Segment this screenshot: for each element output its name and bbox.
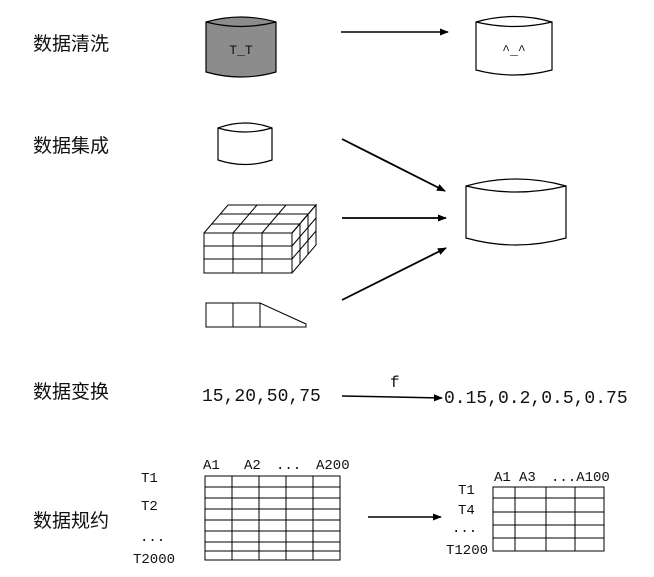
reduced-table-column-headers: A1 A3 ...A100 xyxy=(494,470,610,486)
column-header: A3 xyxy=(519,470,536,486)
column-header: A1 xyxy=(494,470,511,486)
clean-database-cylinder xyxy=(475,15,553,76)
original-table-grid xyxy=(204,475,341,561)
row-header: T2000 xyxy=(133,552,175,568)
column-header: A1 xyxy=(203,458,220,474)
row-header: T1200 xyxy=(446,543,488,559)
row-header: T2 xyxy=(141,499,158,515)
transform-arrow xyxy=(341,394,443,402)
clean-face-text: ^_^ xyxy=(502,43,525,58)
label-data-cleaning: 数据清洗 xyxy=(33,33,109,55)
row-header: T4 xyxy=(458,503,475,519)
column-header: ... xyxy=(276,458,301,474)
label-data-reduction: 数据规约 xyxy=(33,510,109,532)
small-database-cylinder xyxy=(217,122,273,166)
integrated-database-cylinder xyxy=(465,178,567,246)
row-header: ... xyxy=(452,521,477,537)
original-table-row-headers: T1 T2 ... T2000 xyxy=(133,471,175,568)
column-header: A200 xyxy=(316,458,350,474)
transform-function-label: f xyxy=(390,374,400,392)
data-cube xyxy=(203,203,318,274)
integration-arrow-top xyxy=(341,138,446,192)
row-header: T1 xyxy=(458,483,475,499)
row-header: ... xyxy=(140,530,165,546)
original-table-column-headers: A1 A2 ... A200 xyxy=(203,458,350,474)
column-header: A2 xyxy=(244,458,261,474)
dirty-database-cylinder xyxy=(205,16,277,78)
column-header: ...A100 xyxy=(551,470,610,486)
reduced-table-row-headers: T1 T4 ... T1200 xyxy=(446,483,488,559)
label-data-transformation: 数据变换 xyxy=(33,381,109,403)
row-header: T1 xyxy=(141,471,158,487)
integration-arrow-bottom xyxy=(341,247,447,301)
ramp-table-shape xyxy=(205,302,307,328)
dirty-face-text: T_T xyxy=(229,43,253,58)
label-data-integration: 数据集成 xyxy=(33,135,109,157)
reduced-table-grid xyxy=(492,486,605,552)
transform-input-values: 15,20,50,75 xyxy=(202,387,321,407)
transform-output-values: 0.15,0.2,0.5,0.75 xyxy=(444,389,628,409)
